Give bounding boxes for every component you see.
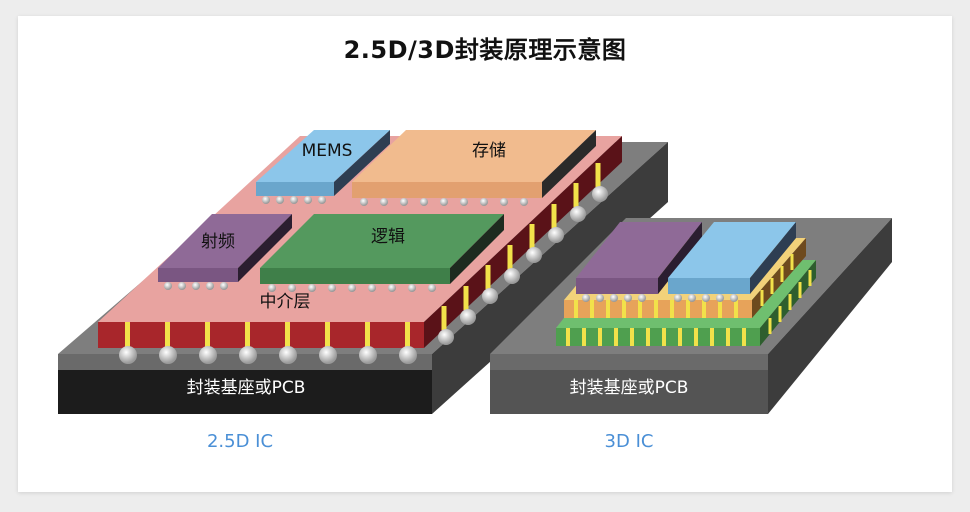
label-substrate-25d: 封装基座或PCB (187, 378, 306, 398)
diagram-25d: MEMS 存储 射频 逻辑 中介层 封装基座或PCB 2.5D IC (58, 130, 668, 452)
caption-3d: 3D IC (605, 431, 654, 452)
page-title: 2.5D/3D封装原理示意图 (343, 36, 627, 64)
label-rf: 射频 (201, 232, 235, 252)
caption-25d: 2.5D IC (207, 431, 273, 452)
label-interposer: 中介层 (260, 292, 311, 312)
die-top-purple (576, 222, 702, 302)
die-top-blue (668, 222, 796, 302)
chip-rf (158, 214, 292, 290)
solder-balls-25d (119, 186, 608, 364)
label-mems: MEMS (302, 141, 353, 161)
label-substrate-3d: 封装基座或PCB (570, 378, 689, 398)
chip-logic (260, 214, 504, 292)
chip-mems (256, 130, 390, 204)
label-logic: 逻辑 (371, 227, 405, 247)
chip-memory (352, 130, 596, 206)
label-memory: 存储 (472, 141, 506, 161)
diagram-3d: 封装基座或PCB 3D IC (490, 218, 892, 452)
